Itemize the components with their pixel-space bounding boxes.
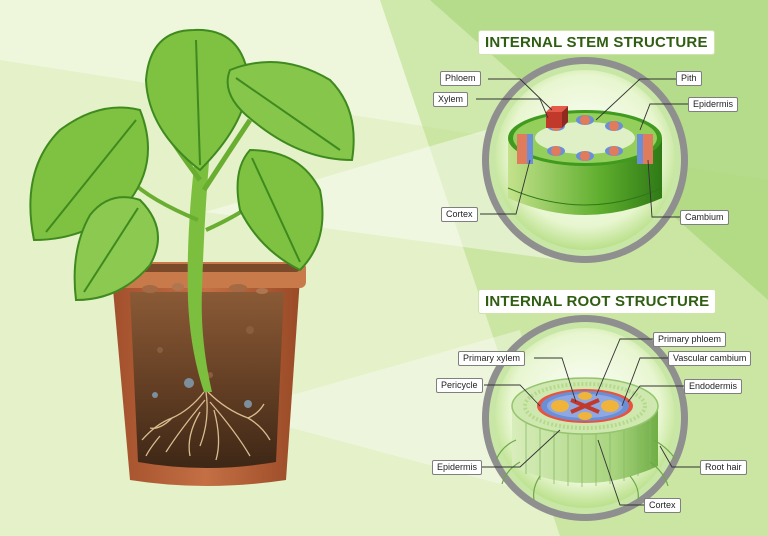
stem-lens [482, 57, 688, 263]
label-root-root-hair: Root hair [700, 460, 747, 475]
label-stem-epidermis: Epidermis [688, 97, 739, 112]
root-title: INTERNAL ROOT STRUCTURE [479, 290, 716, 313]
label-stem-pith: Pith [676, 71, 702, 86]
stem-title: INTERNAL STEM STRUCTURE [479, 31, 714, 54]
root-lens [482, 315, 688, 521]
root-primary-phloem [551, 400, 569, 412]
label-root-endodermis: Endodermis [684, 379, 743, 394]
label-stem-phloem: Phloem [440, 71, 481, 86]
label-root-vascular-cambium: Vascular cambium [668, 351, 752, 366]
label-stem-xylem: Xylem [433, 92, 469, 107]
stem-magnification-beam [205, 120, 560, 260]
label-root-primary-phloem: Primary phloem [653, 332, 727, 347]
label-stem-cortex: Cortex [441, 207, 478, 222]
plant-roots [141, 391, 271, 461]
stem-xylem-block [546, 112, 562, 128]
label-root-cortex: Cortex [644, 498, 681, 513]
label-root-epidermis: Epidermis [432, 460, 483, 475]
label-root-pericycle: Pericycle [436, 378, 483, 393]
root-hairs [495, 439, 677, 501]
label-stem-cambium: Cambium [680, 210, 729, 225]
plant-leaves [29, 28, 355, 302]
label-root-primary-xylem: Primary xylem [458, 351, 526, 366]
label-leader-lines [476, 78, 700, 506]
root-magnification-beam [232, 330, 560, 500]
